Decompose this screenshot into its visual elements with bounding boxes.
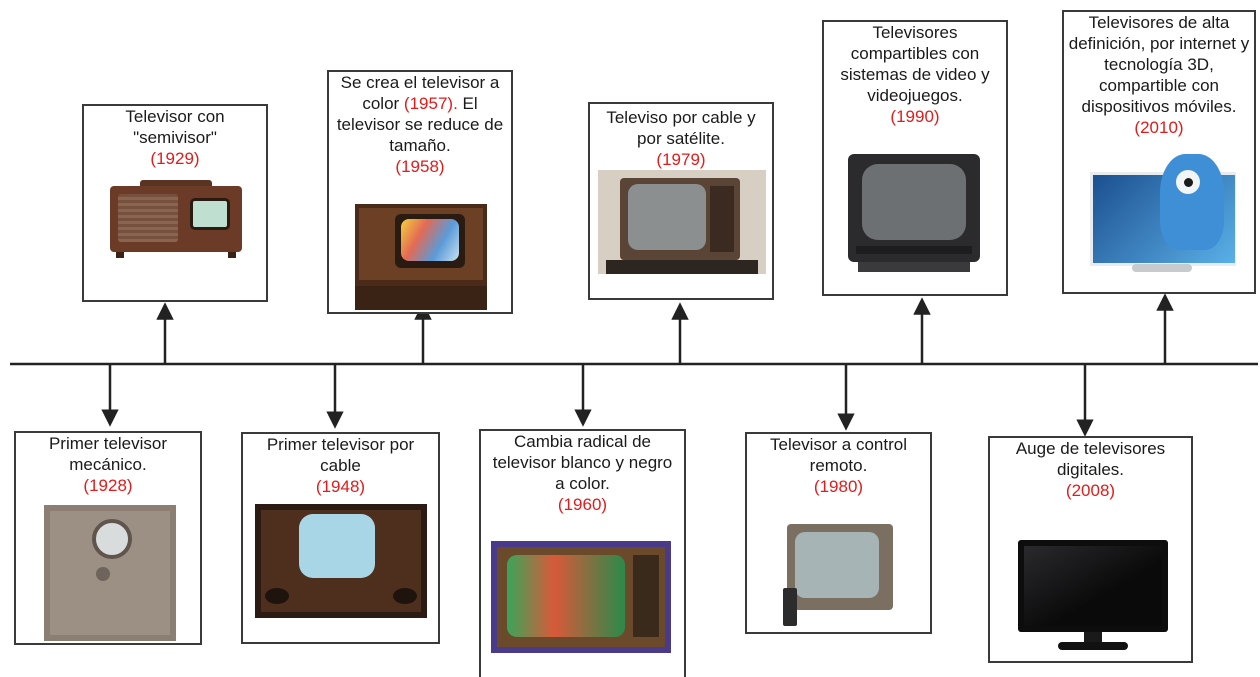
event-card-1980: Televisor a control remoto. (1980) bbox=[745, 432, 932, 634]
event-year: (1929) bbox=[150, 149, 200, 168]
tv-1960-icon bbox=[491, 541, 671, 653]
event-year: (1928) bbox=[83, 476, 133, 495]
event-card-1928: Primer televisor mecánico. (1928) bbox=[14, 431, 202, 645]
event-text: Televisor con "semivisor" bbox=[125, 107, 225, 147]
event-text: Primer televisor mecánico. bbox=[48, 434, 168, 474]
event-card-1990: Televisores compartibles con sistemas de… bbox=[822, 20, 1008, 296]
event-year: (1958) bbox=[395, 157, 445, 176]
tv-1979-icon bbox=[598, 170, 766, 274]
event-year: (2010) bbox=[1134, 118, 1184, 137]
event-card-1979: Televiso por cable y por satélite. (1979… bbox=[588, 102, 774, 300]
event-year: (1980) bbox=[813, 477, 864, 496]
tv-1958-icon bbox=[355, 204, 487, 310]
tv-1990-icon bbox=[848, 154, 980, 272]
event-text: Televisores compartibles con sistemas de… bbox=[840, 23, 990, 105]
event-text: Televisores de alta definición, por inte… bbox=[1068, 13, 1250, 116]
event-card-1960: Cambia radical de televisor blanco y neg… bbox=[479, 429, 686, 677]
event-year: (2008) bbox=[1065, 481, 1116, 500]
event-card-1958: Se crea el televisor a color (1957). El … bbox=[327, 70, 513, 314]
event-text-part-b: El televisor se reduce de tamaño. bbox=[336, 94, 504, 155]
event-text: Televiso por cable y por satélite. bbox=[606, 108, 756, 148]
event-card-2010: Televisores de alta definición, por inte… bbox=[1062, 10, 1256, 294]
event-text: Televisor a control remoto. bbox=[769, 435, 907, 475]
tv-2008-icon bbox=[1018, 540, 1168, 654]
event-text: Auge de televisores digitales. bbox=[1015, 439, 1166, 479]
event-card-1929: Televisor con "semivisor" (1929) bbox=[82, 104, 268, 302]
tv-1948-icon bbox=[255, 504, 427, 618]
event-year: (1990) bbox=[890, 107, 940, 126]
tv-1929-icon bbox=[110, 180, 242, 258]
event-text: Primer televisor por cable bbox=[266, 435, 415, 475]
event-text: Cambia radical de televisor blanco y neg… bbox=[492, 432, 673, 493]
event-card-2008: Auge de televisores digitales. (2008) bbox=[988, 436, 1193, 663]
tv-2010-icon bbox=[1086, 150, 1236, 276]
event-year: (1948) bbox=[315, 477, 366, 496]
tv-1928-icon bbox=[44, 505, 176, 641]
event-year: (1979) bbox=[656, 150, 706, 169]
event-year: (1960) bbox=[557, 495, 608, 514]
event-text-part-a: Se crea el televisor a color bbox=[340, 73, 500, 113]
event-text: Se crea el televisor a color (1957). El … bbox=[329, 72, 511, 156]
event-card-1948: Primer televisor por cable (1948) bbox=[241, 432, 440, 644]
tv-1980-icon bbox=[783, 524, 895, 628]
event-year-inline: (1957). bbox=[403, 94, 458, 113]
